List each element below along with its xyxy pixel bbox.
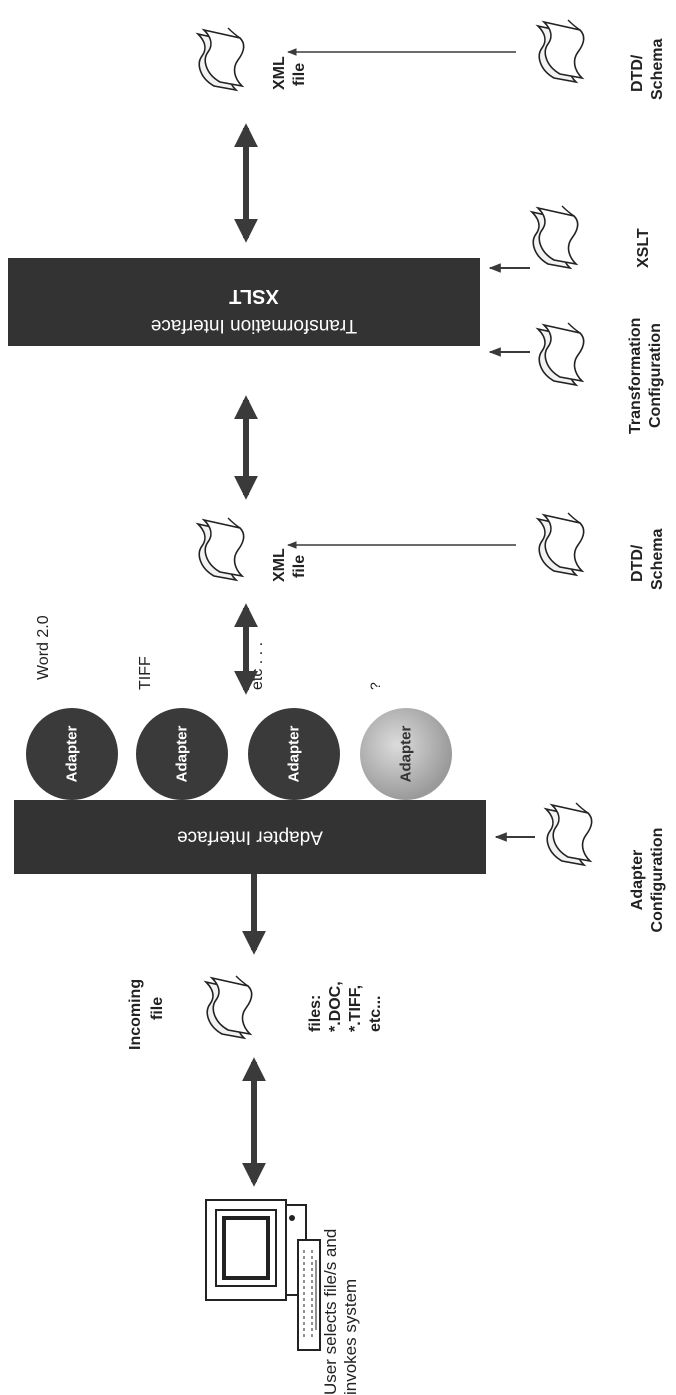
adapter-interface-label: Adapter Interface <box>177 827 323 848</box>
svg-text:User selects file/s and: User selects file/s and <box>321 1229 340 1395</box>
adapter-interface-box <box>14 800 486 874</box>
xslt-transformation-label: Transformation Interface XSLT <box>151 285 357 336</box>
svg-text:DTD/: DTD/ <box>629 544 646 582</box>
document-icon <box>205 975 253 1039</box>
adapter-word-label: Word 2.0 <box>35 615 52 680</box>
svg-text:XML: XML <box>271 56 288 90</box>
xslt-doc-label: XSLT <box>635 228 652 268</box>
user-label: User selects file/s and invokes system <box>321 1229 360 1395</box>
svg-text:Schema: Schema <box>649 529 666 590</box>
svg-text:file: file <box>291 63 308 86</box>
xml-file-label-top: XML file <box>271 56 308 90</box>
adapter-tiff-label: TIFF <box>137 656 154 690</box>
xml-file-label-middle: XML file <box>271 548 308 582</box>
document-icon <box>537 322 585 386</box>
document-icon <box>197 517 245 581</box>
document-icon <box>537 512 585 576</box>
adapter-unknown: Adapter <box>360 708 452 800</box>
adapter-tiff: Adapter <box>136 708 228 800</box>
svg-text:Transformation Interface: Transformation Interface <box>151 315 357 336</box>
incoming-types-label: files: *.DOC, *.TIFF, etc... <box>307 981 384 1032</box>
xslt-transformation-box <box>8 258 480 346</box>
svg-text:Incoming: Incoming <box>127 979 144 1050</box>
svg-text:invokes system: invokes system <box>341 1279 360 1395</box>
svg-text:*.DOC,: *.DOC, <box>327 981 344 1032</box>
document-icon <box>545 802 593 866</box>
adapter-etc: Adapter <box>248 708 340 800</box>
svg-text:Adapter: Adapter <box>174 726 191 783</box>
dtd-schema-label-middle: DTD/ Schema <box>629 529 666 590</box>
svg-text:Schema: Schema <box>649 39 666 100</box>
adapter-config-label: Adapter Configuration <box>629 828 666 933</box>
document-icon <box>531 205 579 269</box>
adapter-word: Adapter <box>26 708 118 800</box>
svg-text:etc...: etc... <box>367 996 384 1032</box>
adapter-etc-label: etc . . . <box>249 642 266 690</box>
transformation-config-label: Transformation Configuration <box>627 318 664 434</box>
svg-text:XSLT: XSLT <box>229 285 279 307</box>
document-icon <box>197 27 245 91</box>
dtd-schema-label-top: DTD/ Schema <box>629 39 666 100</box>
svg-text:Adapter: Adapter <box>398 726 415 783</box>
svg-text:Adapter: Adapter <box>64 726 81 783</box>
svg-text:Configuration: Configuration <box>649 828 666 933</box>
incoming-file-label: Incoming file <box>127 979 166 1050</box>
adapter-unknown-label: ? <box>367 682 383 690</box>
svg-text:Transformation: Transformation <box>627 318 644 434</box>
svg-text:XML: XML <box>271 548 288 582</box>
svg-text:files:: files: <box>307 995 324 1032</box>
svg-text:Configuration: Configuration <box>647 323 664 428</box>
svg-text:Adapter: Adapter <box>286 726 303 783</box>
svg-text:*.TIFF,: *.TIFF, <box>347 985 364 1032</box>
svg-text:file: file <box>291 555 308 578</box>
svg-text:DTD/: DTD/ <box>629 54 646 92</box>
svg-text:file: file <box>149 997 166 1020</box>
document-icon <box>537 19 585 83</box>
svg-text:Adapter: Adapter <box>629 850 646 910</box>
computer-icon <box>205 1199 321 1351</box>
